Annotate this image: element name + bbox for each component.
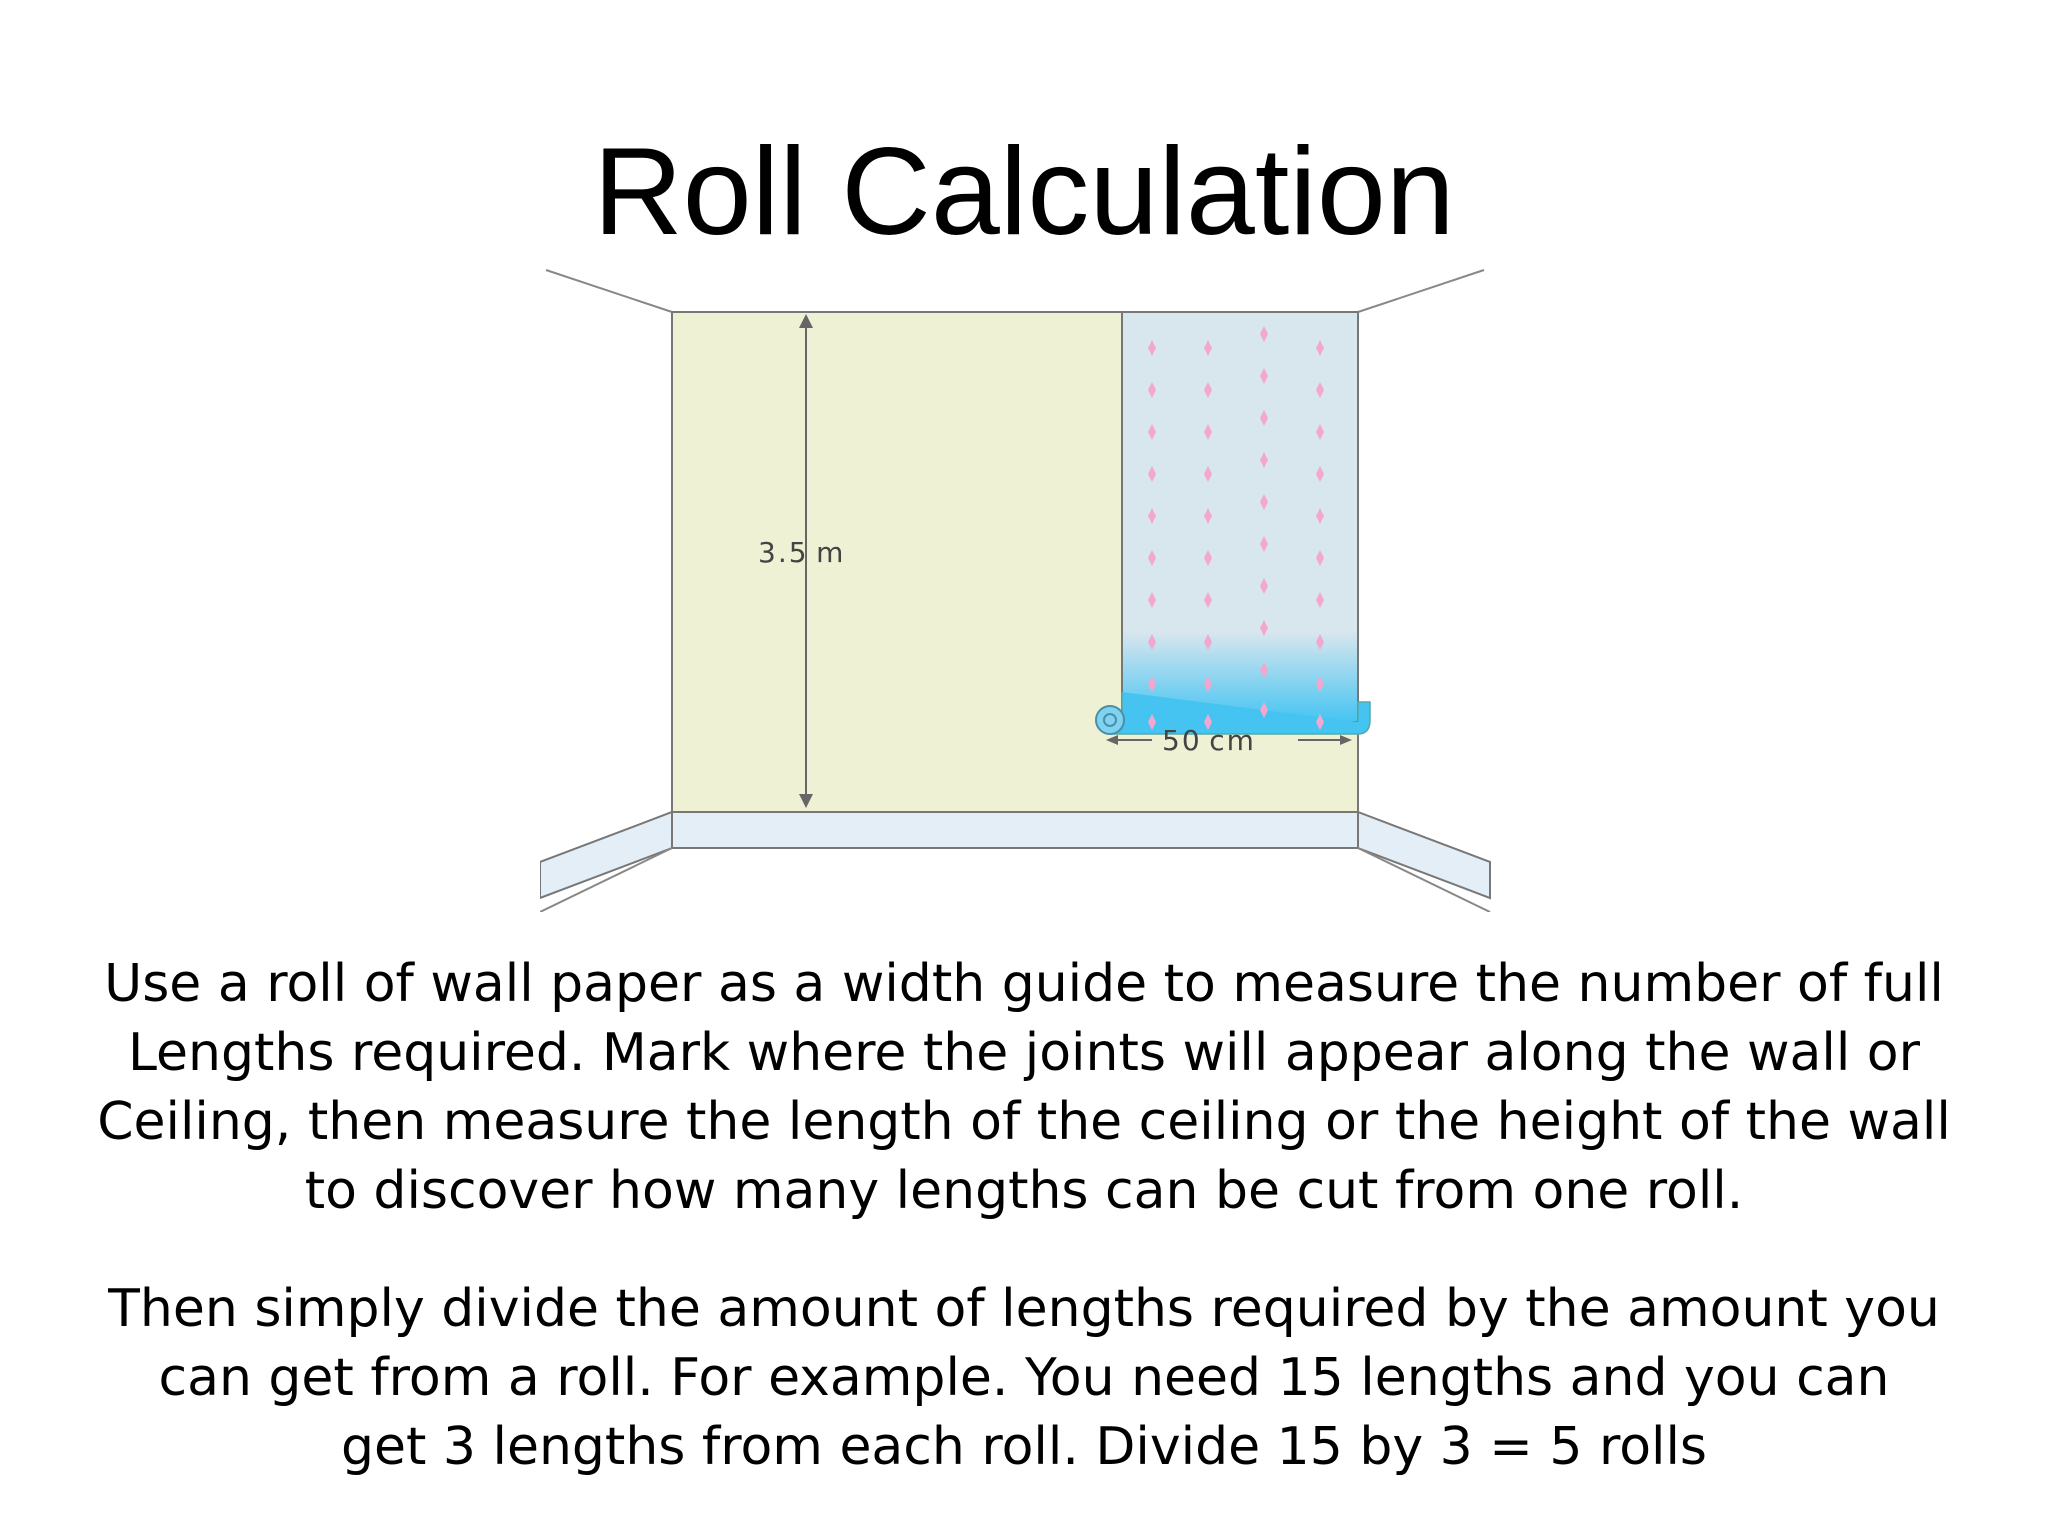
instructions-paragraph-1: Use a roll of wall paper as a width guid… — [60, 950, 1988, 1226]
instructions-paragraph-2: Then simply divide the amount of lengths… — [60, 1275, 1988, 1482]
text-line: Lengths required. Mark where the joints … — [128, 1023, 1920, 1083]
text-line: Then simply divide the amount of lengths… — [108, 1279, 1940, 1339]
skirting-board — [671, 811, 1359, 849]
ceiling-edge-right — [1357, 269, 1485, 313]
height-label: 3.5 m — [758, 536, 845, 569]
text-line: Ceiling, then measure the length of the … — [97, 1092, 1951, 1152]
text-line: can get from a roll. For example. You ne… — [158, 1348, 1890, 1408]
width-label: 50 cm — [1162, 724, 1256, 757]
skirting-right — [1357, 810, 1491, 900]
text-line: get 3 lengths from each roll. Divide 15 … — [341, 1417, 1707, 1477]
text-line: to discover how many lengths can be cut … — [304, 1161, 1744, 1221]
wallpaper-dots — [1148, 326, 1324, 730]
ceiling-edge-left — [545, 269, 673, 313]
slide-title: Roll Calculation — [593, 123, 1455, 261]
text-line: Use a roll of wall paper as a width guid… — [104, 954, 1944, 1014]
wallpaper-roll-diagram: 3.5 m 50 cm — [540, 262, 1500, 912]
skirting-left — [540, 810, 673, 900]
